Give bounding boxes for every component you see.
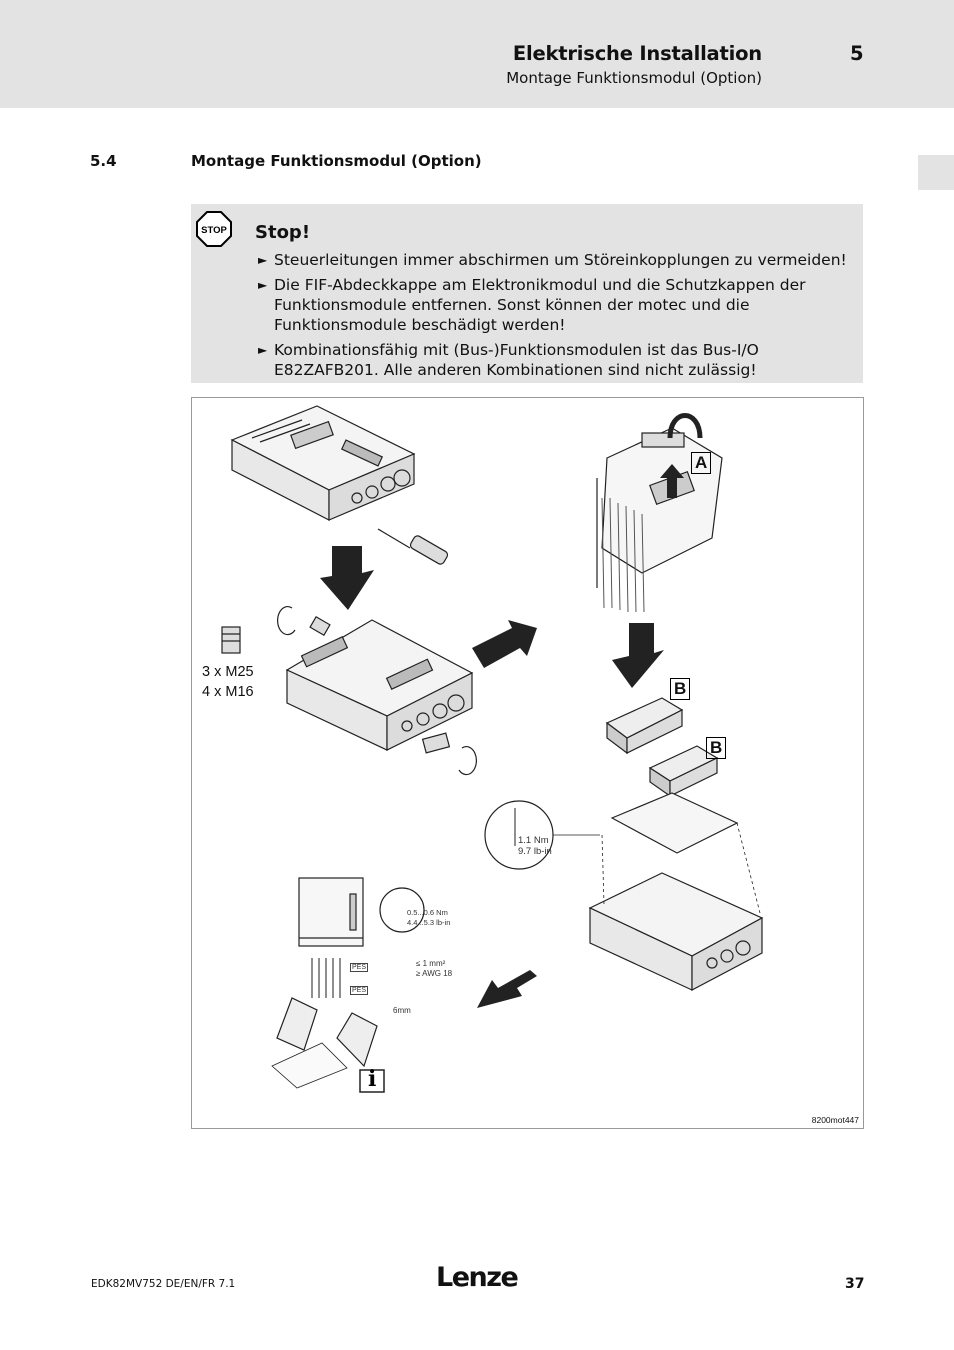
arrow-up-icon [660, 464, 684, 498]
stop-item: Kombinationsfähig mit (Bus-)Funktionsmod… [258, 340, 858, 380]
figure-id: 8200mot447 [811, 1115, 859, 1125]
manuals-icon [271, 997, 378, 1089]
arrow-down-left-icon [477, 970, 537, 1008]
lenze-logo: Lenze [436, 1262, 519, 1293]
chapter-title: Elektrische Installation [512, 42, 762, 65]
label-b: B [670, 678, 691, 700]
header-band [0, 0, 954, 108]
pes-label: PES [350, 986, 369, 995]
wiring-panel [298, 877, 364, 998]
stop-sign-text: STOP [201, 225, 227, 236]
housing-top-left [230, 405, 416, 521]
housing-lower-right [588, 792, 764, 991]
rotate-arrow-icon [277, 605, 296, 636]
chapter-subtitle: Montage Funktionsmodul (Option) [506, 69, 762, 87]
wire-gauge: ≥ AWG 18 [416, 969, 453, 978]
function-module-2 [648, 745, 719, 798]
section-title: Montage Funktionsmodul (Option) [191, 152, 482, 170]
installation-figure: A B B 3 x M25 4 x M16 1.1 Nm 9.7 lb-in 0… [191, 397, 864, 1129]
chapter-side-tab [918, 155, 954, 190]
footer-document-id: EDK82MV752 DE/EN/FR 7.1 [91, 1278, 236, 1290]
arrow-up-right-icon [472, 620, 537, 668]
rotate-arrow-icon [667, 413, 703, 439]
screw-spec-m16: 4 x M16 [202, 684, 254, 700]
stop-sign-icon: STOP [196, 211, 232, 247]
torque-value: 1.1 Nm [518, 835, 549, 846]
wire-cross-section: ≤ 1 mm² [416, 959, 446, 968]
torque-value: 0.5...0.6 Nm [407, 908, 448, 917]
torque-value: 9.7 lb-in [518, 846, 552, 857]
stop-item: Die FIF-Abdeckkappe am Elektronikmodul u… [258, 275, 858, 335]
info-box [359, 1069, 385, 1093]
terminal-detail-circle [379, 887, 425, 933]
figure-drawing [221, 405, 764, 1093]
cable-gland-icon [221, 626, 241, 654]
stop-list: Steuerleitungen immer abschirmen um Stör… [258, 250, 858, 385]
housing-middle-left [285, 619, 474, 751]
label-b: B [706, 737, 727, 759]
stop-item: Steuerleitungen immer abschirmen um Stör… [258, 250, 858, 270]
torque-value: 4.4...5.3 lb-in [407, 918, 451, 927]
chapter-number: 5 [850, 42, 864, 65]
label-a: A [691, 452, 712, 474]
screwdriver-icon [377, 528, 449, 565]
page-number: 37 [845, 1276, 865, 1292]
cable-gland-small-icon [309, 615, 451, 754]
section-number: 5.4 [90, 152, 117, 170]
stop-notice: STOP Stop! Steuerleitungen immer abschir… [191, 204, 863, 383]
stop-title: Stop! [255, 222, 311, 243]
rotate-arrow-icon [458, 745, 477, 776]
function-module-1 [605, 697, 684, 755]
screw-spec-m25: 3 x M25 [202, 664, 254, 680]
pes-label: PES [350, 963, 369, 972]
info-icon: i [368, 1066, 377, 1092]
arrow-down-icon [612, 623, 664, 688]
arrow-down-icon [320, 546, 374, 610]
strip-length: 6mm [393, 1006, 411, 1015]
